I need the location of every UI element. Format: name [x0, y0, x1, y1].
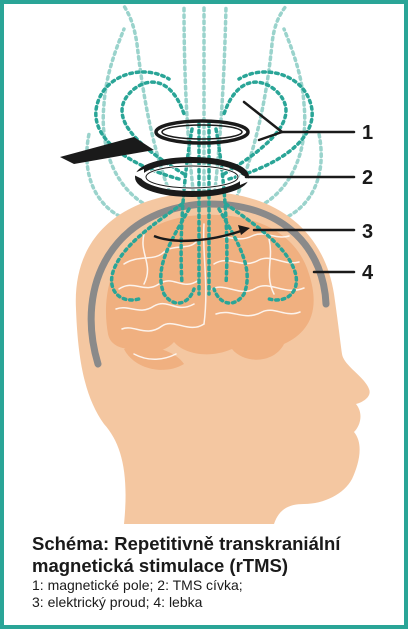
caption-title: Schéma: Repetitivně transkraniální magne… [32, 533, 392, 577]
label-1: 1 [362, 122, 373, 144]
caption-legend-line-2: 3: elektrický proud; 4: lebka [32, 594, 392, 611]
caption-legend-line-1: 1: magnetické pole; 2: TMS cívka; [32, 577, 392, 594]
caption: Schéma: Repetitivně transkraniální magne… [32, 533, 392, 611]
diagram-svg: 1 2 3 4 [4, 4, 404, 524]
label-3: 3 [362, 221, 373, 243]
label-2: 2 [362, 167, 373, 189]
rtms-diagram: 1 2 3 4 [4, 4, 404, 524]
label-4: 4 [362, 262, 374, 284]
